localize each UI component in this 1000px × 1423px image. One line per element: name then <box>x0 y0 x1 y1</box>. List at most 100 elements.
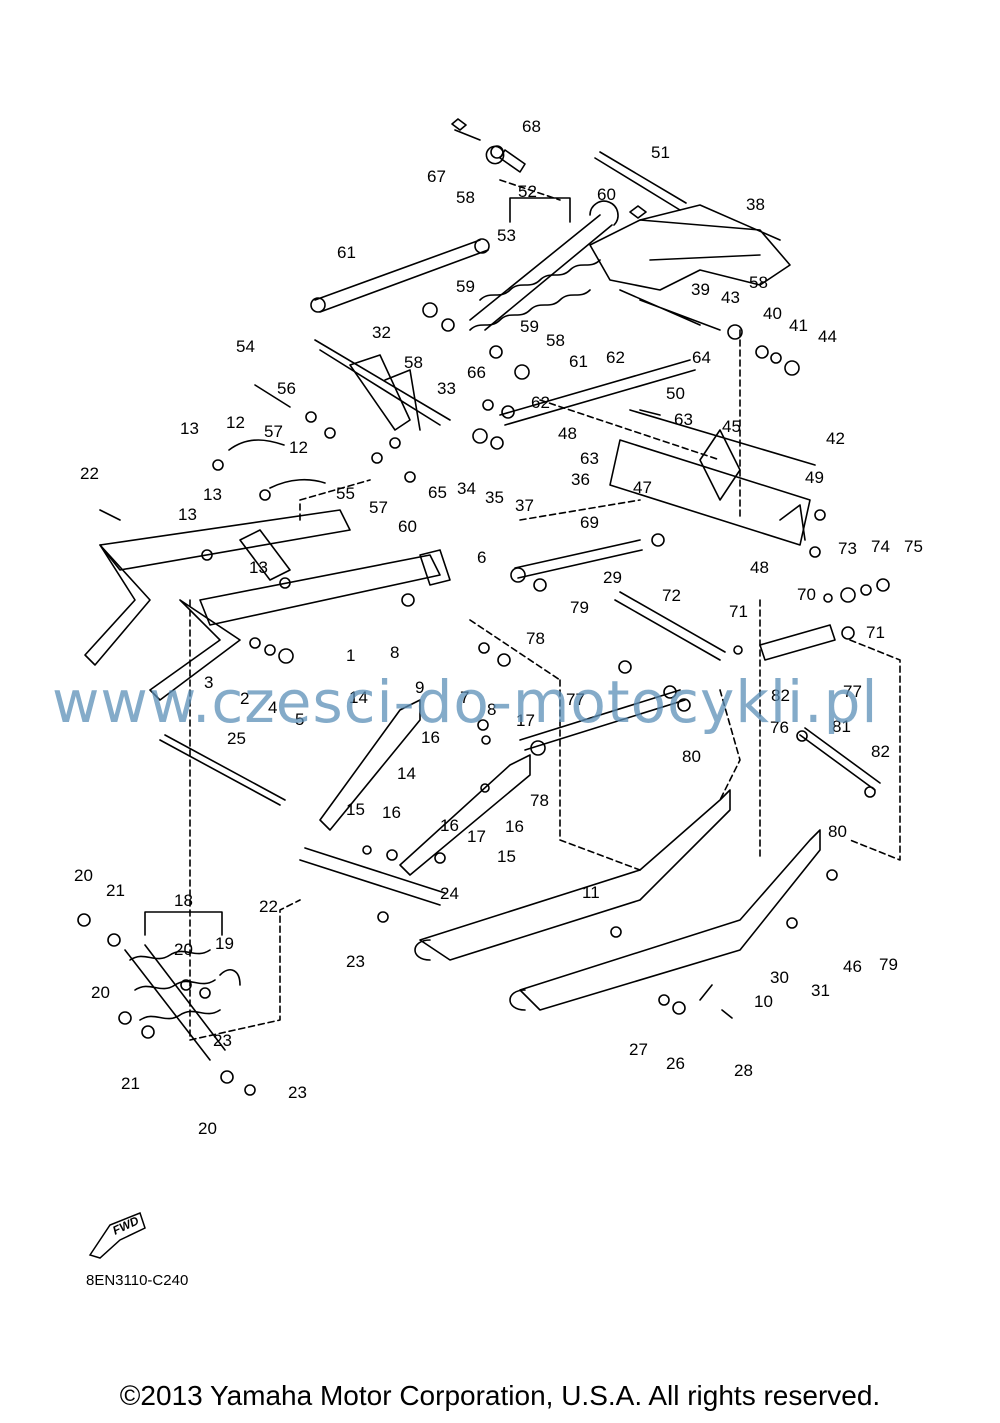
part-callout-30: 30 <box>770 968 789 987</box>
part-callout-63: 63 <box>580 449 599 468</box>
part-callout-15: 15 <box>497 847 516 866</box>
part-callout-7: 7 <box>460 688 469 707</box>
part-callout-71: 71 <box>729 602 748 621</box>
part-callout-16: 16 <box>440 816 459 835</box>
part-callout-37: 37 <box>515 496 534 515</box>
part-callout-28: 28 <box>734 1061 753 1080</box>
part-callout-44: 44 <box>818 327 837 346</box>
part-callout-59: 59 <box>520 317 539 336</box>
part-callout-8: 8 <box>390 643 399 662</box>
part-callout-45: 45 <box>722 417 741 436</box>
part-callout-58: 58 <box>749 273 768 292</box>
part-callout-23: 23 <box>288 1083 307 1102</box>
part-callout-82: 82 <box>771 686 790 705</box>
part-callout-21: 21 <box>106 881 125 900</box>
part-callout-6: 6 <box>477 548 486 567</box>
part-callout-1: 1 <box>346 646 355 665</box>
part-callout-3: 3 <box>204 673 213 692</box>
part-callout-12: 12 <box>289 438 308 457</box>
part-callout-15: 15 <box>346 800 365 819</box>
part-callout-19: 19 <box>215 934 234 953</box>
part-callout-23: 23 <box>346 952 365 971</box>
part-callout-61: 61 <box>337 243 356 262</box>
part-callout-73: 73 <box>838 539 857 558</box>
part-callout-58: 58 <box>456 188 475 207</box>
part-callout-67: 67 <box>427 167 446 186</box>
part-callout-42: 42 <box>826 429 845 448</box>
part-callout-58: 58 <box>404 353 423 372</box>
fwd-arrow-icon: FWD <box>88 1212 146 1259</box>
part-callout-26: 26 <box>666 1054 685 1073</box>
part-callout-70: 70 <box>797 585 816 604</box>
part-callout-54: 54 <box>236 337 255 356</box>
part-callout-60: 60 <box>398 517 417 536</box>
part-callout-76: 76 <box>770 718 789 737</box>
part-callout-64: 64 <box>692 348 711 367</box>
part-callout-23: 23 <box>213 1031 232 1050</box>
part-callout-79: 79 <box>570 598 589 617</box>
part-callout-82: 82 <box>871 742 890 761</box>
part-callout-51: 51 <box>651 143 670 162</box>
part-callout-74: 74 <box>871 537 890 556</box>
copyright-notice: ©2013 Yamaha Motor Corporation, U.S.A. A… <box>119 1380 881 1411</box>
part-callout-65: 65 <box>428 483 447 502</box>
part-callout-78: 78 <box>526 629 545 648</box>
part-callout-60: 60 <box>597 185 616 204</box>
part-callout-34: 34 <box>457 479 476 498</box>
part-callout-10: 10 <box>754 992 773 1011</box>
watermark-text: www.czesci-do-motocykli.pl <box>52 668 879 736</box>
part-callout-13: 13 <box>180 419 199 438</box>
part-callout-39: 39 <box>691 280 710 299</box>
part-callout-46: 46 <box>843 957 862 976</box>
part-callout-80: 80 <box>682 747 701 766</box>
part-callout-17: 17 <box>516 711 535 730</box>
part-callout-12: 12 <box>226 413 245 432</box>
part-callout-81: 81 <box>832 717 851 736</box>
part-callout-16: 16 <box>382 803 401 822</box>
part-callout-22: 22 <box>259 897 278 916</box>
part-callout-77: 77 <box>843 682 862 701</box>
part-callout-13: 13 <box>178 505 197 524</box>
part-callout-48: 48 <box>558 424 577 443</box>
part-callout-50: 50 <box>666 384 685 403</box>
part-callout-72: 72 <box>662 586 681 605</box>
part-callout-16: 16 <box>505 817 524 836</box>
part-callout-32: 32 <box>372 323 391 342</box>
part-callout-33: 33 <box>437 379 456 398</box>
part-callout-63: 63 <box>674 410 693 429</box>
part-callout-66: 66 <box>467 363 486 382</box>
part-callout-77: 77 <box>566 690 585 709</box>
part-callout-48: 48 <box>750 558 769 577</box>
part-callout-47: 47 <box>633 478 652 497</box>
part-callout-20: 20 <box>91 983 110 1002</box>
part-callout-20: 20 <box>74 866 93 885</box>
part-callout-71: 71 <box>866 623 885 642</box>
part-callout-75: 75 <box>904 537 923 556</box>
part-callout-53: 53 <box>497 226 516 245</box>
part-callout-20: 20 <box>174 940 193 959</box>
part-callout-25: 25 <box>227 729 246 748</box>
part-callout-41: 41 <box>789 316 808 335</box>
part-callout-55: 55 <box>336 484 355 503</box>
part-callout-80: 80 <box>828 822 847 841</box>
diagram-linework <box>77 118 901 1096</box>
part-callout-57: 57 <box>264 422 283 441</box>
part-callout-38: 38 <box>746 195 765 214</box>
part-callout-57: 57 <box>369 498 388 517</box>
part-callout-68: 68 <box>522 117 541 136</box>
part-callout-18: 18 <box>174 891 193 910</box>
part-callout-43: 43 <box>721 288 740 307</box>
part-callout-2: 2 <box>240 689 249 708</box>
part-callout-16: 16 <box>421 728 440 747</box>
part-callout-14: 14 <box>397 764 416 783</box>
part-callout-17: 17 <box>467 827 486 846</box>
part-callout-62: 62 <box>606 348 625 367</box>
part-callout-24: 24 <box>440 884 459 903</box>
part-callout-31: 31 <box>811 981 830 1000</box>
part-callout-61: 61 <box>569 352 588 371</box>
part-callout-29: 29 <box>603 568 622 587</box>
diagram-code: 8EN3110-C240 <box>86 1272 189 1289</box>
part-callout-58: 58 <box>546 331 565 350</box>
part-callout-20: 20 <box>198 1119 217 1138</box>
